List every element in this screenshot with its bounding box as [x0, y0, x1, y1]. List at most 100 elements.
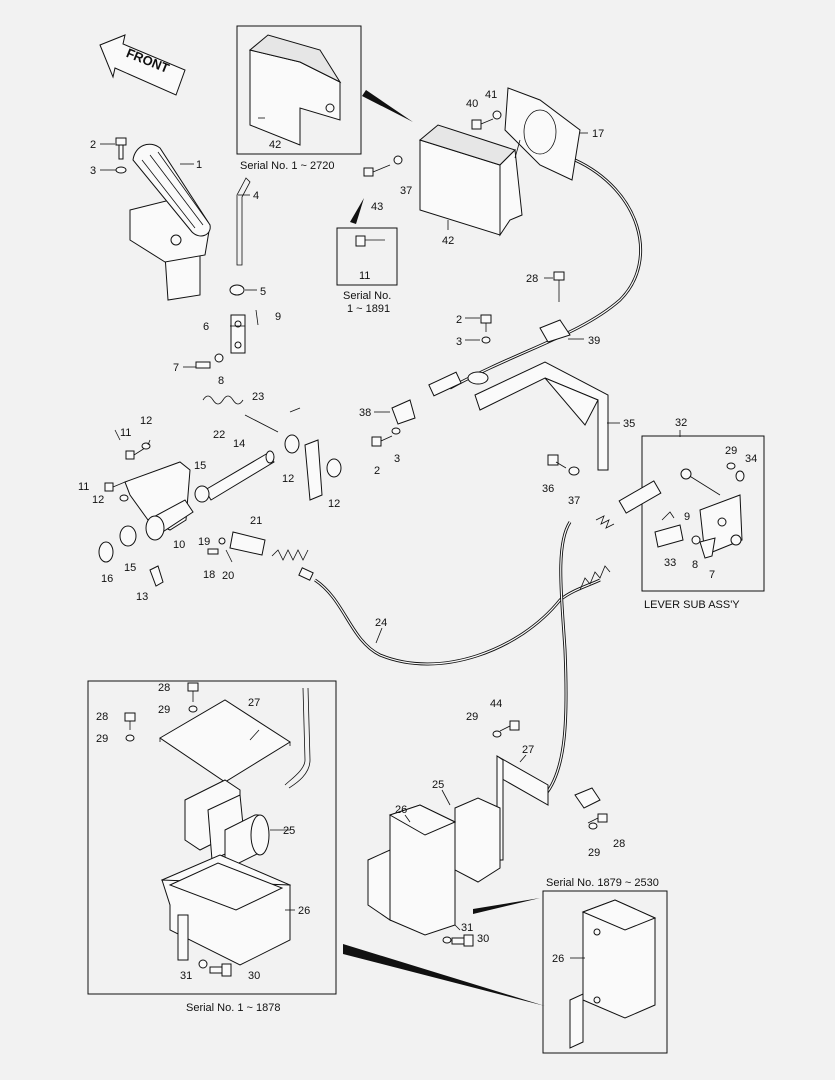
callout-5: 5 — [260, 286, 266, 298]
callout-2-upper: 2 — [90, 139, 96, 151]
washer-16 — [98, 541, 114, 563]
bolt-36 — [547, 454, 567, 469]
callout-19: 19 — [198, 536, 210, 548]
bushing-12-mid — [284, 434, 300, 454]
callout-30-inset: 30 — [248, 970, 260, 982]
callout-29-main-upper: 29 — [466, 711, 478, 723]
callout-31-inset: 31 — [180, 970, 192, 982]
washer-37-upper — [393, 155, 403, 165]
callout-26-main: 26 — [395, 804, 407, 816]
throttle-cable-upper — [449, 158, 643, 390]
bolt-11-lower — [104, 481, 126, 492]
box-26-inset-1879 — [569, 899, 657, 1049]
washer-29-main-lower — [588, 822, 598, 830]
callout-1: 1 — [196, 159, 202, 171]
connector-main — [574, 787, 601, 809]
box-26-inset — [160, 854, 292, 966]
bolt-30-main — [451, 934, 474, 947]
callout-26-inset-1879: 26 — [552, 953, 564, 965]
callout-21: 21 — [250, 515, 262, 527]
callout-42-inset: 42 — [269, 139, 281, 151]
bolt-28-top — [553, 271, 565, 302]
shaft-14 — [204, 450, 275, 501]
cover-42-main — [418, 124, 523, 237]
callout-12-mid: 12 — [282, 473, 294, 485]
callout-26-inset: 26 — [298, 905, 310, 917]
inset-box-serial-1879-2530 — [542, 890, 668, 1054]
pointer-wedge-bolt — [350, 198, 364, 224]
callout-14: 14 — [233, 438, 245, 450]
bolt-30-inset — [209, 963, 232, 977]
callout-27-inset: 27 — [248, 697, 260, 709]
callout-3-lower: 3 — [394, 453, 400, 465]
callout-10: 10 — [173, 539, 185, 551]
clevis-21 — [229, 531, 266, 556]
callout-13: 13 — [136, 591, 148, 603]
plate-17 — [504, 87, 581, 181]
bushing-12-right — [326, 458, 342, 478]
front-arrow-icon: FRONT — [99, 34, 186, 96]
pin-7-upper — [195, 361, 211, 369]
callout-11-left: 11 — [120, 427, 131, 439]
callout-35: 35 — [623, 418, 635, 430]
cable-fitting-lower-right — [579, 565, 611, 591]
bolt-28-main — [587, 813, 608, 824]
washer-31-inset — [198, 959, 208, 969]
pointer-wedge-box-top — [473, 898, 540, 914]
callout-2-lower: 2 — [374, 465, 380, 477]
motor-cable — [543, 521, 572, 796]
grease-nipple-13 — [149, 565, 164, 587]
callout-39: 39 — [588, 335, 600, 347]
callout-42-main: 42 — [442, 235, 454, 247]
callout-7-lever: 7 — [709, 569, 715, 581]
callout-29-lever: 29 — [725, 445, 737, 457]
callout-29-main-lower: 29 — [588, 847, 600, 859]
washer-37-lower — [568, 466, 580, 476]
pin-18 — [207, 548, 219, 555]
clevis-6 — [230, 314, 246, 354]
cable-fitting-lever — [595, 480, 662, 529]
callout-29-inset-b: 29 — [96, 733, 108, 745]
box-26-main — [367, 804, 457, 936]
callout-29-inset-a: 29 — [158, 704, 170, 716]
bolt-43 — [363, 164, 391, 177]
bolt-2-upper — [115, 137, 127, 160]
caption-serial-1-1878: Serial No. 1 ~ 1878 — [186, 1002, 280, 1014]
callout-6-upper: 6 — [203, 321, 209, 333]
callout-11-inset: 11 — [359, 270, 370, 282]
callout-40: 40 — [466, 98, 478, 110]
callout-12-left: 12 — [140, 415, 152, 427]
cotter-pin-9-upper — [255, 309, 259, 326]
callout-28-main: 28 — [613, 838, 625, 850]
callout-24: 24 — [375, 617, 387, 629]
callout-37-upper: 37 — [400, 185, 412, 197]
callout-17: 17 — [592, 128, 604, 140]
washer-31-main — [442, 936, 452, 944]
callout-3-upper: 3 — [90, 165, 96, 177]
callout-43: 43 — [371, 201, 383, 213]
motor-25-inset — [184, 779, 270, 871]
pedal-rod — [236, 177, 251, 266]
cable-fitting-left — [271, 549, 314, 581]
callout-44: 44 — [490, 698, 502, 710]
inset-box-serial-1-1878 — [87, 680, 337, 995]
caption-lever-sub-assy: LEVER SUB ASS'Y — [644, 599, 740, 611]
bolt-28-inset-a — [187, 682, 199, 702]
callout-27-main: 27 — [522, 744, 534, 756]
callout-23: 23 — [252, 391, 264, 403]
bracket-10 — [124, 461, 194, 541]
callout-12-lower: 12 — [92, 494, 104, 506]
screw-19 — [218, 537, 226, 545]
callout-28-inset-b: 28 — [96, 711, 108, 723]
callout-31-main: 31 — [461, 922, 473, 934]
clip-39 — [539, 319, 571, 343]
callout-36: 36 — [542, 483, 554, 495]
washer-3-upper — [115, 166, 127, 174]
cable-inset-1878-b — [288, 687, 311, 789]
callout-16: 16 — [101, 573, 113, 585]
cable-inset-1878 — [284, 687, 306, 786]
callout-30-main: 30 — [477, 933, 489, 945]
inset-box-serial-1-1891 — [336, 227, 398, 286]
callout-15-lower: 15 — [124, 562, 136, 574]
